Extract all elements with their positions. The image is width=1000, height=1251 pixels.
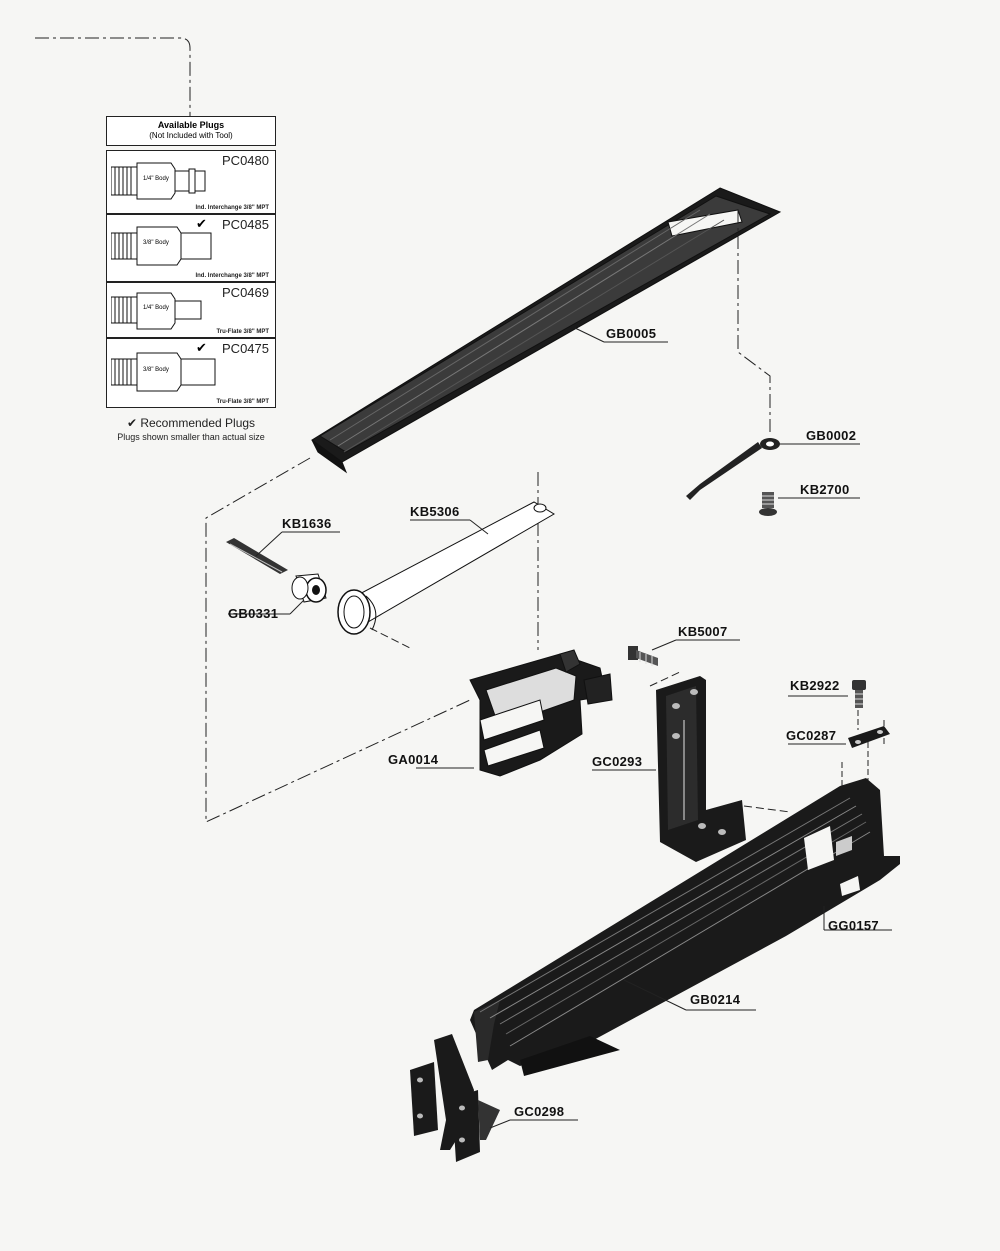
gc0298-nose-guide: [410, 1034, 500, 1162]
plug-desc: Tru-Flate 3/8" MPT: [216, 329, 269, 335]
plug-desc: Ind. Interchange 3/8" MPT: [195, 273, 269, 279]
ga0014-pusher-assembly: [469, 649, 613, 777]
part-label-kb2922: KB2922: [790, 678, 840, 693]
plug-code: PC0475: [222, 341, 269, 356]
gb0214-magazine: [470, 778, 900, 1076]
plugs-panel-title: Available Plugs: [157, 120, 225, 130]
plug-item-pc0485: 3/8" Body PC0485 Ind. Interchange 3/8" M…: [106, 214, 276, 282]
kb5306-spring: [337, 501, 555, 635]
gb0331-bushing: [291, 573, 327, 603]
part-label-gb0002: GB0002: [806, 428, 857, 443]
recommended-plugs-note: ✔ Recommended Plugs: [126, 416, 256, 430]
gc0293-bracket: [656, 676, 746, 862]
kb5007-screw: [628, 646, 658, 666]
plug-desc: Tru-Flate 3/8" MPT: [216, 399, 269, 405]
part-label-gb0331: GB0331: [228, 606, 279, 621]
gc0293-to-magazine-leader: [743, 805, 791, 813]
plug-item-pc0469: 1/4" Body PC0469 Tru-Flate 3/8" MPT: [106, 282, 276, 338]
part-label-gc0293: GC0293: [592, 754, 643, 769]
plug-body-label: 1/4" Body: [143, 305, 169, 311]
plug-body-label: 3/8" Body: [143, 367, 169, 373]
part-label-kb5007: KB5007: [678, 624, 728, 639]
gb0005-rail: [311, 187, 782, 474]
part-label-gb0005: GB0005: [606, 326, 657, 341]
plug-code: PC0485: [222, 217, 269, 232]
part-label-gc0298: GC0298: [514, 1104, 565, 1119]
gc0287-clip: [848, 726, 890, 748]
plug-drawing-icon: 3/8" Body: [111, 226, 212, 266]
kb2700-screw: [759, 492, 777, 516]
plug-box-leader: [35, 37, 191, 116]
plugs-panel-subtitle: (Not Included with Tool): [149, 131, 233, 140]
plug-size-note: Plugs shown smaller than actual size: [117, 432, 265, 442]
plug-code: PC0469: [222, 285, 269, 300]
gb0002-latch: [686, 438, 780, 500]
plug-drawing-icon: 3/8" Body: [111, 352, 216, 392]
plug-body-label: 3/8" Body: [143, 240, 169, 246]
plug-code: PC0480: [222, 153, 269, 168]
plug-drawing-icon: 1/4" Body: [111, 292, 202, 330]
plug-item-pc0475: 3/8" Body PC0475 Tru-Flate 3/8" MPT: [106, 338, 276, 408]
gb0005-gb0002-leader: [737, 210, 771, 432]
plug-item-pc0480: 1/4" Body PC0480 Ind. Interchange 3/8" M…: [106, 150, 276, 214]
plugs-panel-header: Available Plugs (Not Included with Tool): [106, 116, 276, 146]
part-label-gg0157: GG0157: [828, 918, 879, 933]
recommended-check-icon: ✔: [196, 216, 207, 231]
part-label-kb2700: KB2700: [800, 482, 850, 497]
rail-to-ga0014-leader: [205, 457, 471, 823]
plug-drawing-icon: 1/4" Body: [111, 162, 206, 200]
available-plugs-panel: Available Plugs (Not Included with Tool)…: [106, 116, 276, 412]
part-label-gc0287: GC0287: [786, 728, 837, 743]
recommended-check-icon: ✔: [196, 340, 207, 355]
plug-desc: Ind. Interchange 3/8" MPT: [195, 205, 269, 211]
part-label-gb0214: GB0214: [690, 992, 741, 1007]
part-label-ga0014: GA0014: [388, 752, 439, 767]
part-label-kb1636: KB1636: [282, 516, 332, 531]
part-label-kb5306: KB5306: [410, 504, 460, 519]
plug-body-label: 1/4" Body: [143, 176, 169, 182]
kb1636-pin: [226, 538, 288, 574]
kb2922-screw: [852, 680, 866, 708]
